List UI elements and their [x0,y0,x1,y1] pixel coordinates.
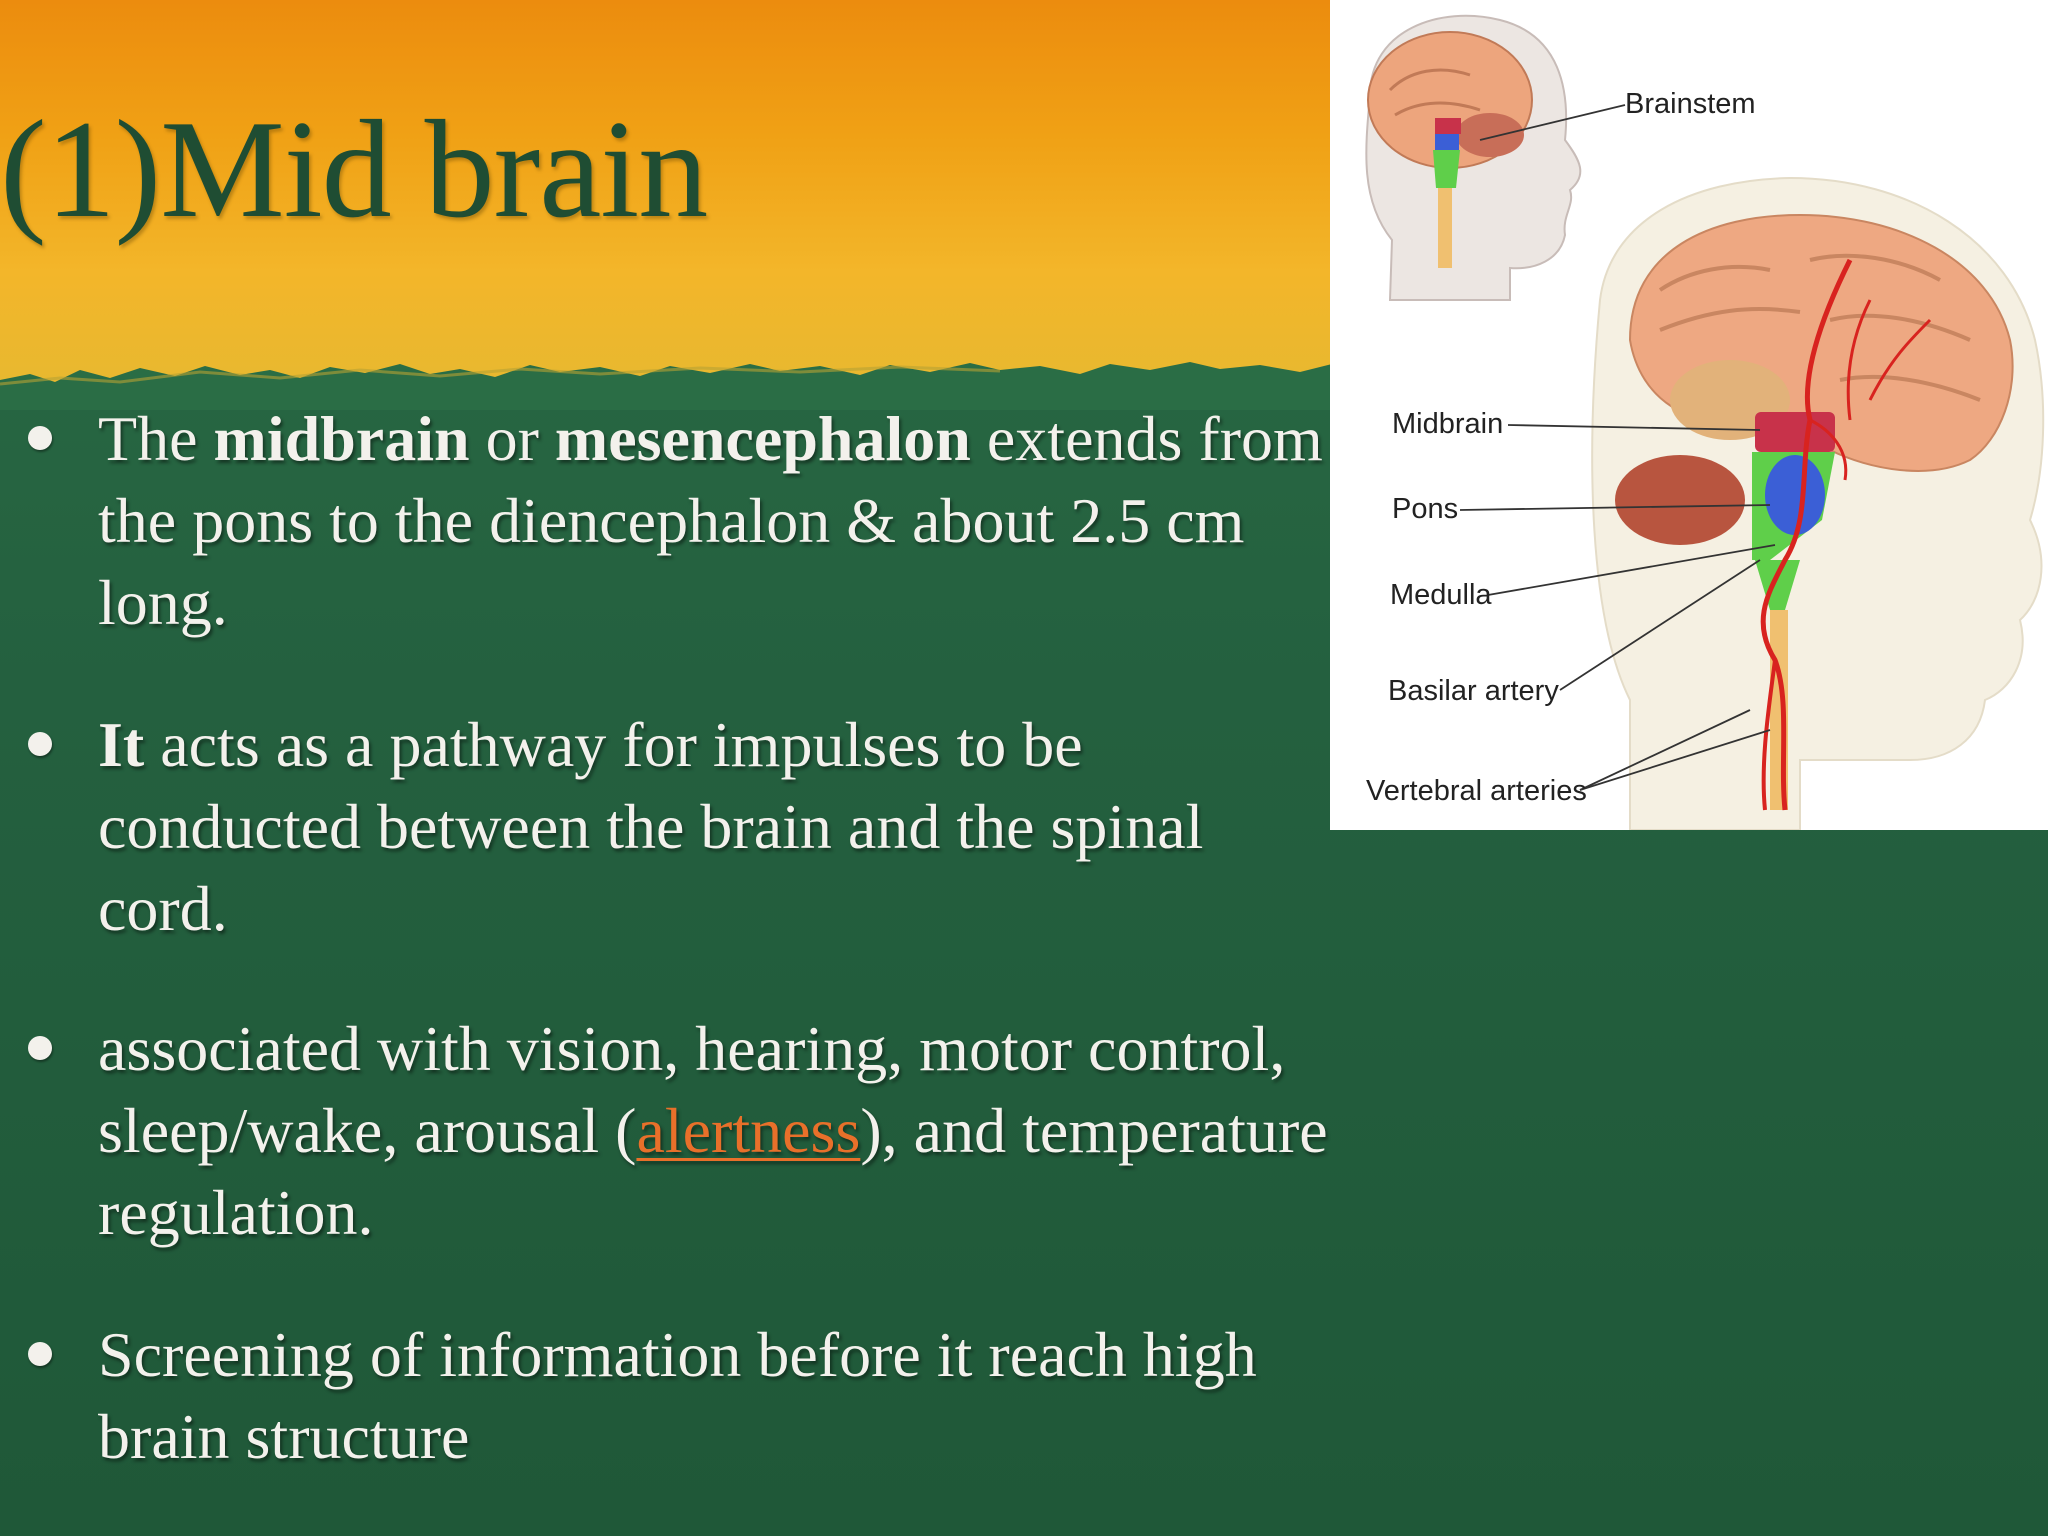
bullet-item-4: Screening of information before it reach… [28,1314,1333,1478]
label-pons: Pons [1392,493,1458,525]
bold-term-mesencephalon: mesencephalon [554,403,971,474]
bullet-item-2: It acts as a pathway for impulses to be … [28,704,1333,950]
bullet-text: associated with vision, hearing, motor c… [98,1013,1286,1166]
alertness-link[interactable]: alertness [636,1095,861,1166]
bullet-text: acts as a pathway for impulses to be con… [98,709,1204,944]
bullet-dot-icon [28,1342,52,1366]
bullet-text: The [98,403,214,474]
leader-lines [1459,104,1776,791]
bullet-text: extends from the pons to the diencephalo… [98,403,1323,638]
bold-term-midbrain: midbrain [213,403,470,474]
bullet-dot-icon [28,426,52,450]
bullet-dot-icon [28,732,52,756]
bullet-text: or [469,403,555,474]
label-vertebral-arteries: Vertebral arteries [1366,775,1587,807]
bullet-item-3: associated with vision, hearing, motor c… [28,1008,1333,1254]
bullet-list: The midbrain or mesencephalon extends fr… [28,398,1333,1536]
label-basilar-artery: Basilar artery [1388,675,1559,707]
bold-term-it: It [98,709,145,780]
bullet-text: Screening of information before it reach… [98,1319,1257,1472]
bullet-item-1: The midbrain or mesencephalon extends fr… [28,398,1333,644]
small-head-illustration [1365,14,1582,301]
slide-title: (1)Mid brain [0,92,708,247]
label-brainstem: Brainstem [1625,88,1756,120]
large-head-illustration [1591,176,2045,830]
label-midbrain: Midbrain [1392,408,1503,440]
label-medulla: Medulla [1390,579,1492,611]
bullet-dot-icon [28,1036,52,1060]
brainstem-figure: Brainstem Midbrain Pons Medulla Basilar … [1330,0,2048,830]
bullet-text: ), and temperature regulation. [98,1095,1328,1248]
